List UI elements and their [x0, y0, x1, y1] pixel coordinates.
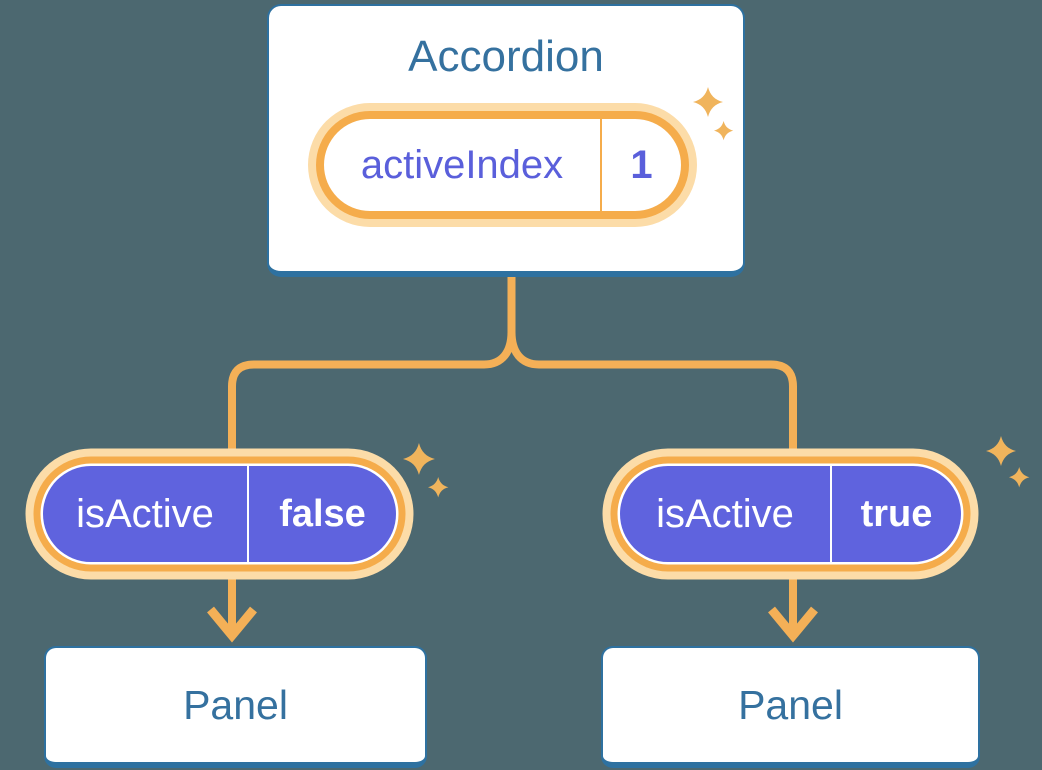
- accordion-title: Accordion: [408, 32, 604, 81]
- branch-line-right: [507, 277, 797, 633]
- state-name-label: activeIndex: [360, 142, 564, 187]
- prop-name-label: isActive: [656, 491, 794, 536]
- prop-value-label: true: [830, 466, 961, 562]
- sparkle-icon: [403, 443, 449, 498]
- panel-title: Panel: [738, 681, 843, 728]
- arrow-down-icon: [207, 606, 257, 643]
- state-value-label: 1: [600, 119, 681, 211]
- panel-title: Panel: [183, 681, 288, 728]
- accordion-card: Accordion activeIndex 1: [267, 4, 745, 277]
- panel-card-left: Panel: [44, 646, 427, 768]
- branch-line-left: [228, 277, 516, 633]
- prop-pill-isactive-false: isActive false: [43, 466, 396, 562]
- panel-card-right: Panel: [601, 646, 980, 768]
- state-pill-activeindex: activeIndex 1: [324, 119, 681, 211]
- sparkle-icon: [986, 436, 1030, 488]
- prop-name-label: isActive: [76, 491, 214, 536]
- prop-pill-isactive-true: isActive true: [620, 466, 961, 562]
- arrow-down-icon: [768, 606, 818, 643]
- prop-value-label: false: [247, 466, 396, 562]
